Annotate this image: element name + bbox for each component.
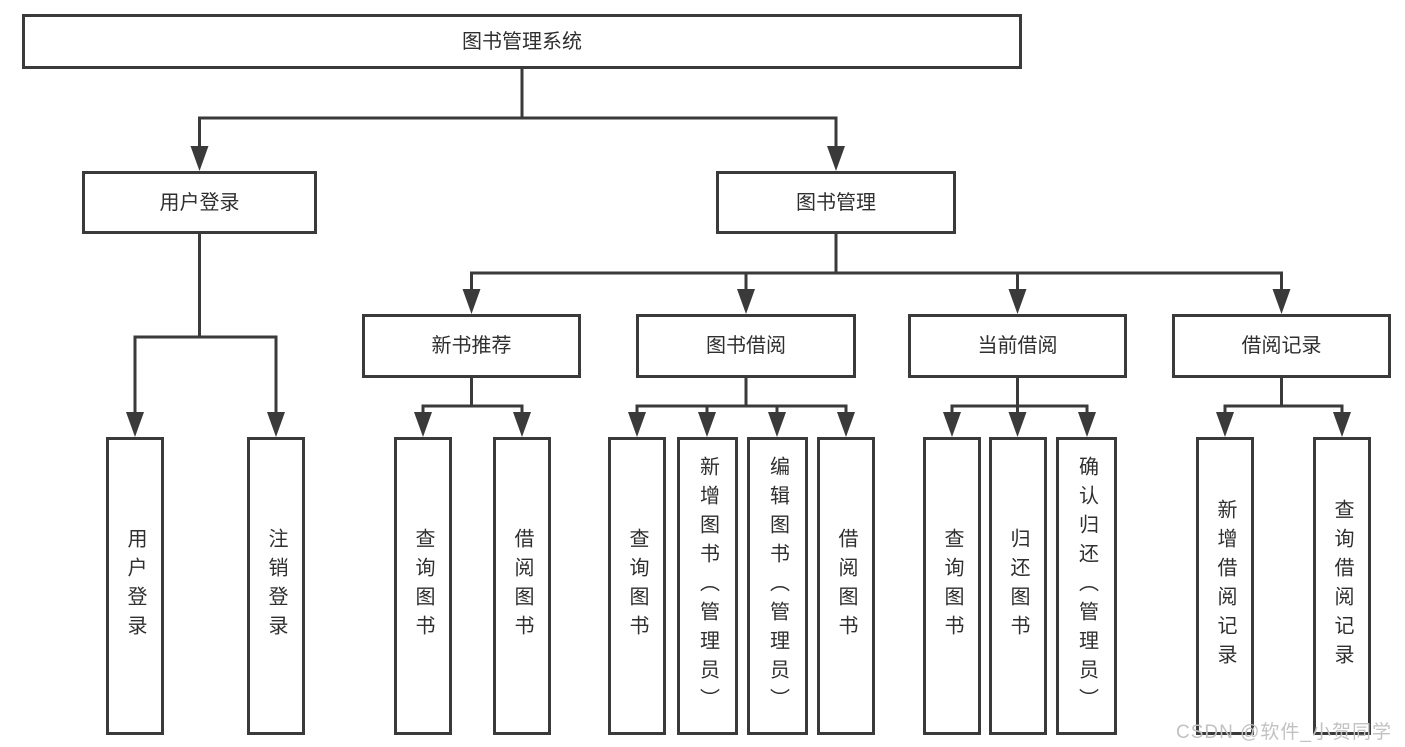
- leaf-borrow-books-recommend: 借阅图书: [493, 437, 551, 735]
- leaf-return-books: 归还图书: [989, 437, 1047, 735]
- leaf-user-login: 用户登录: [106, 437, 164, 735]
- node-current-borrow: 当前借阅: [908, 314, 1127, 378]
- leaf-query-books-current: 查询图书: [923, 437, 981, 735]
- leaf-query-books-borrow: 查询图书: [608, 437, 666, 735]
- node-borrow-record: 借阅记录: [1172, 314, 1391, 378]
- leaf-logout: 注销登录: [247, 437, 305, 735]
- leaf-add-books-admin: 新增图书（管理员）: [677, 437, 738, 735]
- leaf-query-books-recommend: 查询图书: [394, 437, 452, 735]
- node-new-book-recommend: 新书推荐: [362, 314, 581, 378]
- leaf-borrow-books: 借阅图书: [817, 437, 875, 735]
- node-book-borrow: 图书借阅: [636, 314, 856, 378]
- leaf-edit-books-admin: 编辑图书（管理员）: [747, 437, 808, 735]
- node-book-management: 图书管理: [716, 171, 956, 234]
- leaf-add-borrow-record: 新增借阅记录: [1196, 437, 1254, 735]
- leaf-query-borrow-record: 查询借阅记录: [1313, 437, 1371, 735]
- csdn-watermark: CSDN @软件_小贺同学: [1176, 722, 1392, 743]
- node-user-login: 用户登录: [82, 171, 317, 234]
- leaf-confirm-return-admin: 确认归还（管理员）: [1056, 437, 1117, 735]
- arrowheads: [126, 146, 1351, 437]
- node-root-library-system: 图书管理系统: [22, 14, 1022, 69]
